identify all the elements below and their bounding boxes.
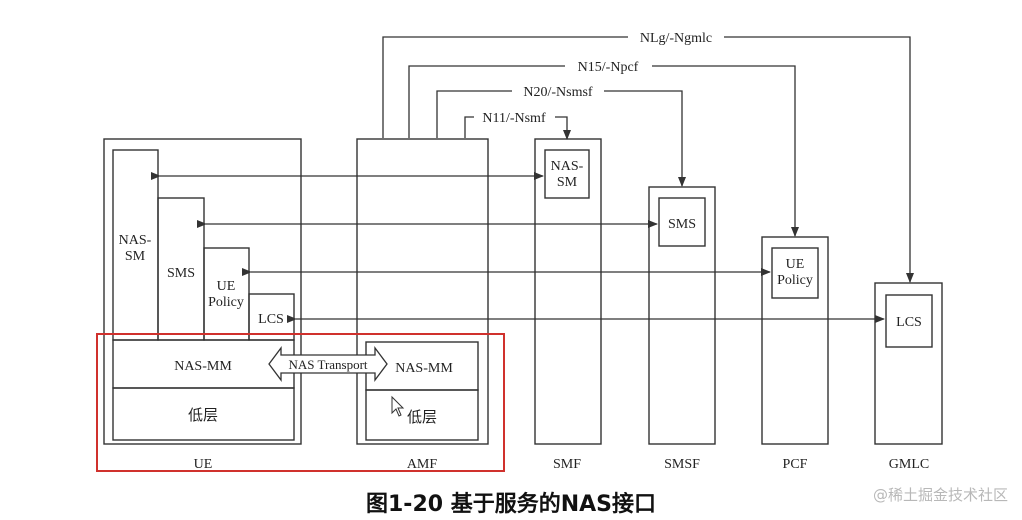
n15-connector [408, 65, 565, 138]
ue-sms-label: SMS [167, 266, 195, 281]
nlg-label: NLg/-Ngmlc [640, 31, 712, 46]
gmlc-node-name: GMLC [889, 457, 929, 472]
amf-node [356, 138, 489, 445]
smf-nas-sm-label: NAS-SM [551, 159, 584, 190]
ue-node-name: UE [194, 457, 213, 472]
mouse-cursor-icon [391, 395, 405, 417]
smf-node-name: SMF [553, 457, 581, 472]
gmlc-lcs-label: LCS [896, 315, 922, 330]
nlg-connector [382, 36, 628, 138]
watermark: @稀土掘金技术社区 [872, 486, 1008, 504]
nlg-connector-right [724, 36, 914, 283]
n15-label: N15/-Npcf [578, 60, 639, 75]
n11-label: N11/-Nsmf [482, 111, 546, 126]
ue-lcs-label: LCS [258, 312, 284, 327]
n11-connector [464, 116, 474, 138]
pcf-node-name: PCF [783, 457, 808, 472]
ue-nas-mm-label: NAS-MM [174, 359, 232, 374]
ue-lower-layer-label: 低层 [188, 406, 218, 424]
amf-lower-layer-label: 低层 [407, 408, 437, 426]
n20-connector-right [604, 90, 686, 187]
n15-connector-right [652, 65, 799, 237]
ue-node [103, 138, 302, 445]
n20-connector [436, 90, 512, 138]
highlight-box [96, 333, 505, 472]
pcf-node [761, 236, 829, 445]
smsf-node-name: SMSF [664, 457, 700, 472]
gmlc-node [874, 282, 943, 445]
smsf-sms-label: SMS [668, 217, 696, 232]
smf-node [534, 138, 602, 445]
amf-node-name: AMF [407, 457, 438, 472]
amf-nas-mm-label: NAS-MM [395, 361, 453, 376]
nas-transport-arrow [268, 346, 388, 382]
n11-connector-right [555, 116, 571, 140]
nas-transport-label: NAS Transport [288, 357, 367, 372]
figure-caption: 图1-20 基于服务的NAS接口 [366, 492, 656, 517]
n20-label: N20/-Nsmsf [523, 85, 593, 100]
ue-nas-sm-label: NAS-SM [119, 233, 152, 264]
